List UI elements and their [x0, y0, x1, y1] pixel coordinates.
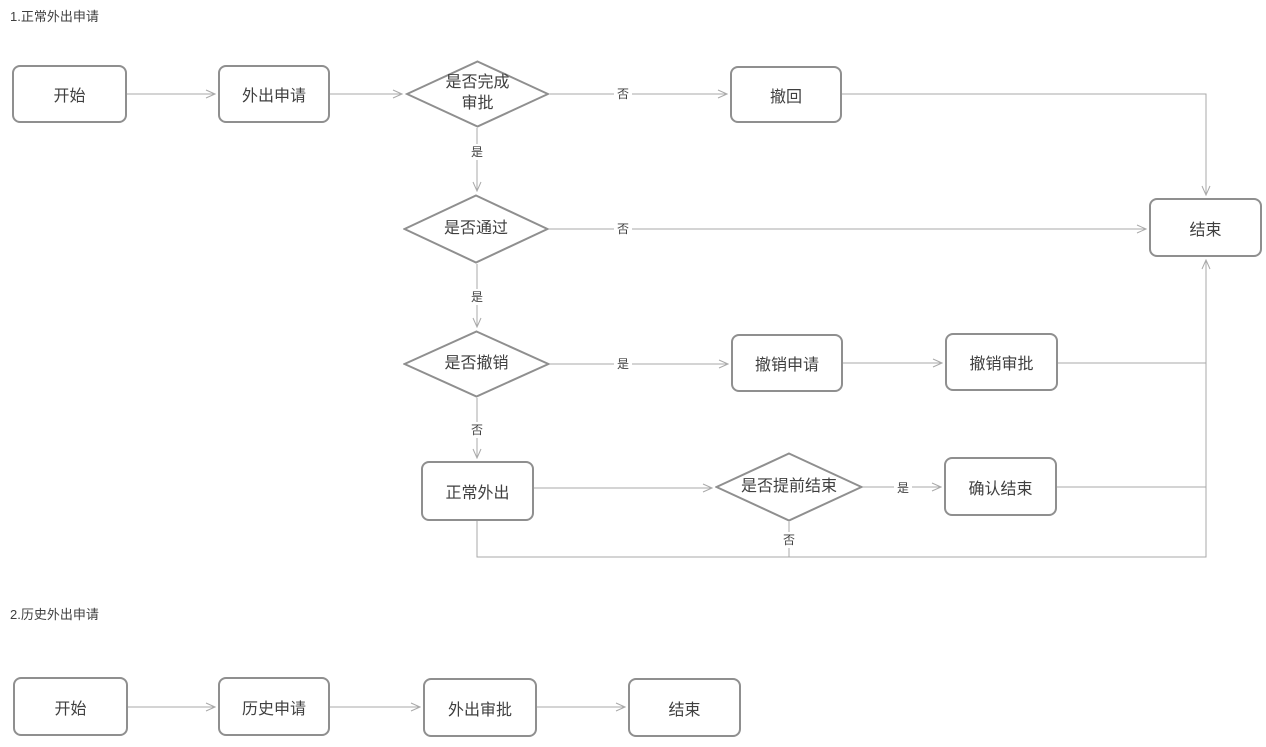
decision-approval-complete-label: 是否完成审批 [445, 74, 510, 112]
decision-early-end-label: 是否提前结束 [740, 477, 837, 495]
decision-revoked: 是否撤销 [403, 330, 550, 398]
edge-label-yes-decision4: 是 [893, 480, 913, 496]
diamond-shape [403, 330, 550, 398]
node-normal-outing: 正常外出 [421, 461, 534, 521]
edge-label-yes-decision1: 是 [467, 144, 487, 160]
node-start-2-label: 开始 [54, 700, 87, 718]
diamond-shape [403, 194, 549, 264]
node-outing-application-label: 外出申请 [241, 88, 306, 105]
node-withdraw: 撤回 [730, 66, 842, 123]
node-history-application: 历史申请 [218, 677, 330, 736]
diamond-shape [405, 60, 550, 128]
node-start-2: 开始 [13, 677, 128, 736]
edge-label-yes-decision2: 是 [467, 289, 487, 305]
node-start: 开始 [12, 65, 127, 123]
node-revoke-approval-label: 撤销审批 [969, 356, 1034, 373]
decision-revoked-label: 是否撤销 [444, 354, 509, 372]
edge-withdraw-to-end [842, 93, 1206, 195]
decision-passed: 是否通过 [403, 194, 549, 264]
node-end: 结束 [1149, 198, 1262, 257]
node-confirm-end: 确认结束 [944, 457, 1057, 516]
node-confirm-end-label: 确认结束 [968, 480, 1033, 498]
flow1-title: 1.正常外出申请 [10, 9, 99, 24]
node-revoke-application: 撤销申请 [731, 334, 843, 392]
edge-normal-outing-bottom-to-end [476, 260, 1206, 558]
node-outing-approval: 外出审批 [423, 678, 537, 737]
node-outing-application: 外出申请 [218, 65, 330, 123]
edge-label-yes-decision3: 是 [613, 356, 633, 372]
diamond-shape [715, 452, 863, 522]
decision-approval-complete: 是否完成审批 [405, 60, 550, 128]
node-normal-outing-label: 正常外出 [445, 485, 510, 502]
node-history-application-label: 历史申请 [241, 700, 306, 718]
edge-label-no-decision1: 否 [613, 86, 633, 102]
decision-passed-label: 是否通过 [443, 219, 508, 237]
node-end-label: 结束 [1189, 221, 1222, 239]
edge-label-no-decision2: 否 [613, 221, 633, 237]
flow2-title: 2.历史外出申请 [10, 607, 99, 622]
edge-label-no-decision3: 否 [467, 422, 487, 438]
decision-early-end: 是否提前结束 [715, 452, 863, 522]
node-revoke-application-label: 撤销申请 [754, 357, 819, 374]
node-revoke-approval: 撤销审批 [945, 333, 1058, 391]
edge-label-no-decision4: 否 [779, 532, 799, 548]
node-start-label: 开始 [53, 88, 86, 105]
node-withdraw-label: 撤回 [769, 88, 802, 106]
node-end-2: 结束 [628, 678, 741, 737]
node-outing-approval-label: 外出审批 [447, 701, 512, 719]
node-end-2-label: 结束 [668, 701, 701, 719]
